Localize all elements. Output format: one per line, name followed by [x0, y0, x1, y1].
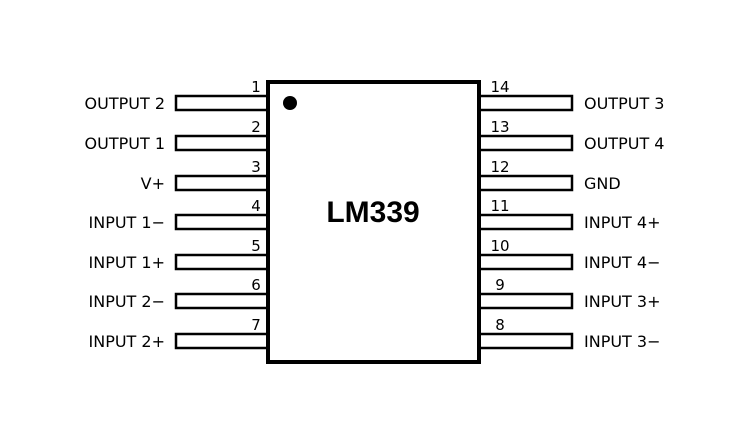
pin-number: 4	[251, 197, 261, 215]
pin-number: 13	[490, 118, 509, 136]
pin-number: 6	[251, 276, 261, 294]
pin-1-marker-dot	[283, 96, 297, 110]
pin-number: 9	[495, 276, 505, 294]
pin-label: OUTPUT 4	[584, 134, 664, 153]
chip-name: LM339	[326, 196, 419, 229]
pin-label: INPUT 4−	[584, 253, 661, 272]
pin-number: 5	[251, 237, 261, 255]
pin-number: 3	[251, 158, 261, 176]
pin-number: 11	[490, 197, 509, 215]
pin-lead	[477, 174, 574, 192]
pin-3: 3V+	[141, 158, 270, 193]
pin-label: INPUT 3−	[584, 332, 661, 351]
pin-lead	[174, 292, 270, 310]
pin-lead	[477, 332, 574, 350]
pin-label: INPUT 4+	[584, 213, 661, 232]
pin-label: INPUT 2−	[89, 292, 166, 311]
pin-number: 7	[251, 316, 261, 334]
chip-body	[266, 80, 481, 364]
pin-lead	[174, 253, 270, 271]
pin-label: OUTPUT 2	[85, 94, 165, 113]
pin-label: OUTPUT 1	[85, 134, 165, 153]
pin-number: 12	[490, 158, 509, 176]
pin-number: 8	[495, 316, 505, 334]
pin-label: INPUT 3+	[584, 292, 661, 311]
pin-label: INPUT 1+	[89, 253, 166, 272]
pin-label: INPUT 1−	[89, 213, 166, 232]
pin-number: 10	[490, 237, 509, 255]
pin-lead	[477, 253, 574, 271]
pin-lead	[174, 94, 270, 112]
pin-number: 1	[251, 78, 261, 96]
pin-lead	[174, 332, 270, 350]
pin-number: 2	[251, 118, 261, 136]
pin-lead	[477, 134, 574, 152]
pin-label: V+	[141, 174, 165, 193]
pin-lead	[477, 213, 574, 231]
pin-lead	[477, 292, 574, 310]
pin-label: INPUT 2+	[89, 332, 166, 351]
pin-lead	[174, 213, 270, 231]
pin-lead	[174, 134, 270, 152]
pin-lead	[477, 94, 574, 112]
pin-lead	[174, 174, 270, 192]
pin-number: 14	[490, 78, 509, 96]
pin-label: OUTPUT 3	[584, 94, 664, 113]
pin-label: GND	[584, 174, 621, 193]
